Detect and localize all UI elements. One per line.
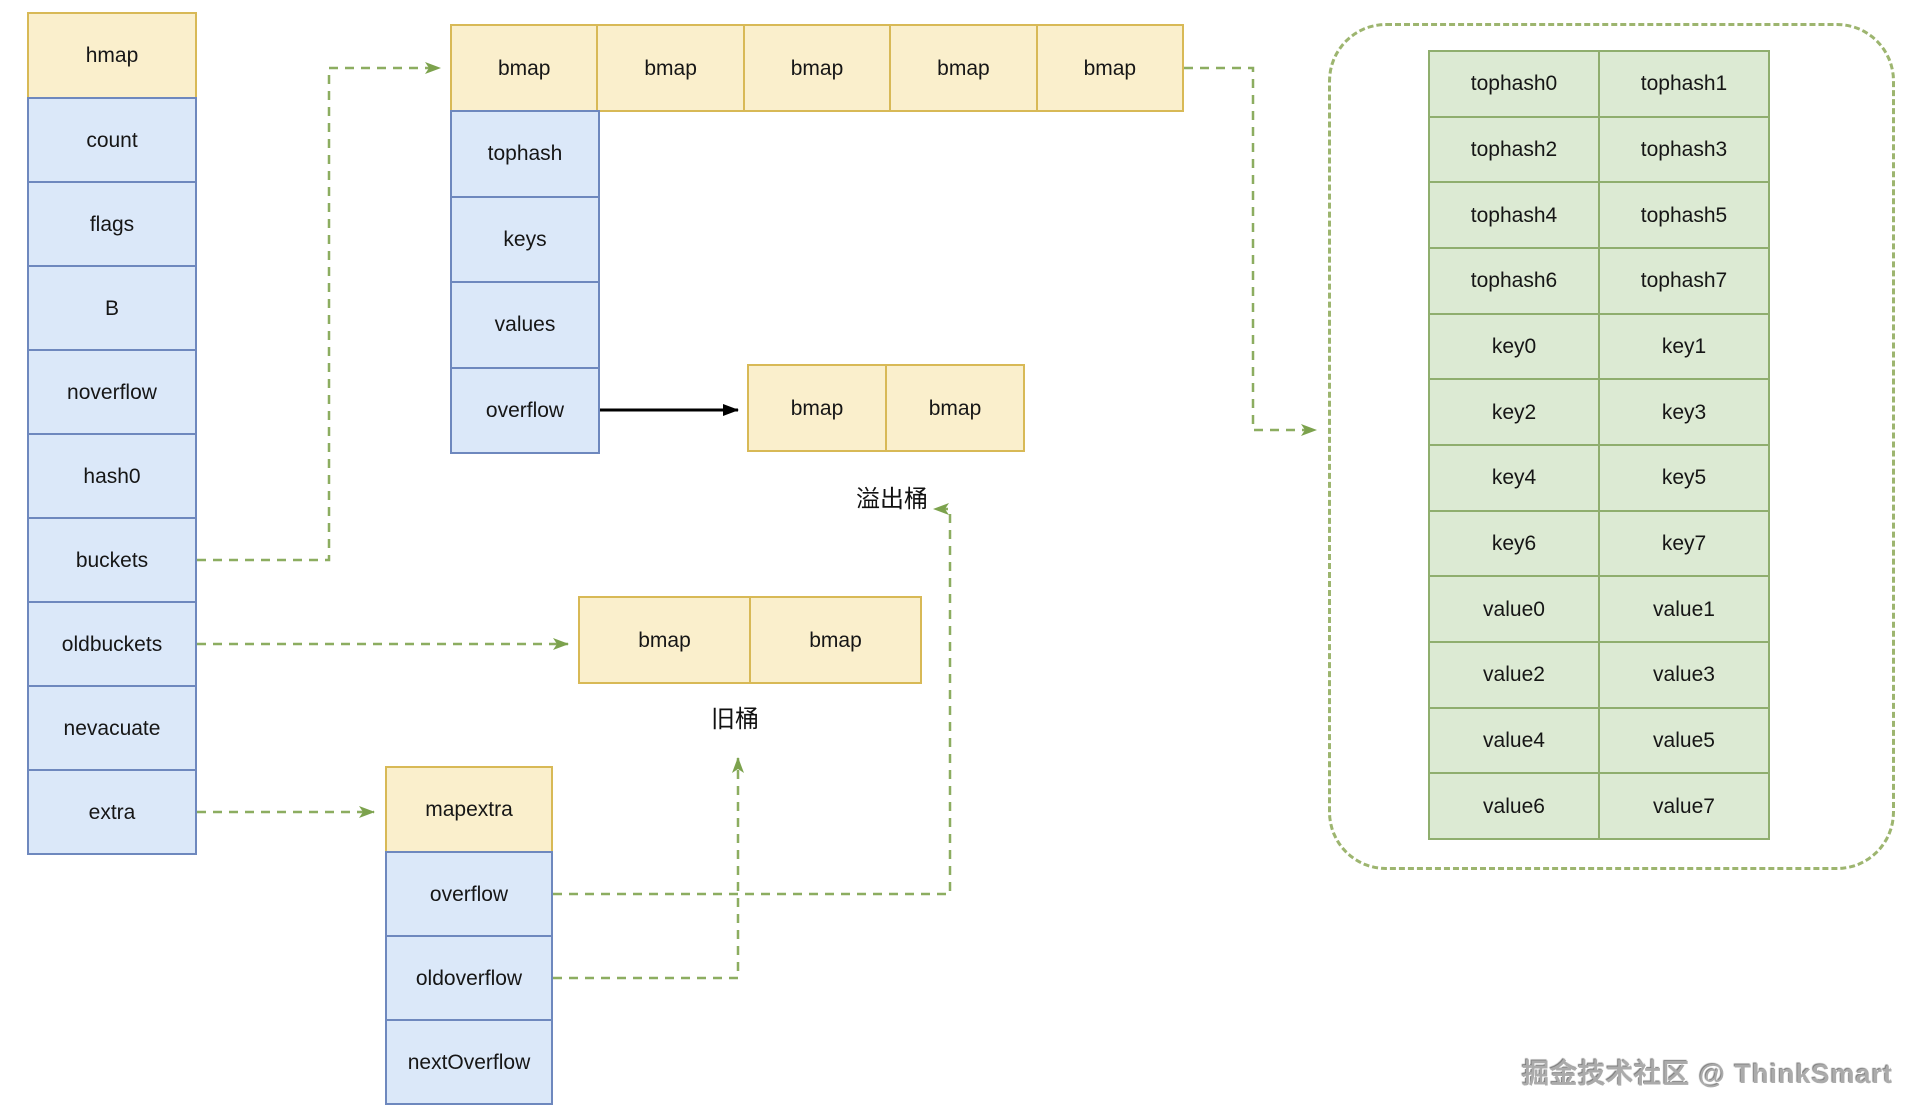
hmap-field-b: B bbox=[29, 267, 195, 349]
slot-tophash2: tophash2 bbox=[1430, 117, 1598, 182]
wire-mapextra-overflow-to-label bbox=[553, 503, 952, 896]
old-bucket-label: 旧桶 bbox=[711, 706, 759, 733]
bmap-cell: bmap bbox=[891, 26, 1036, 110]
slot-tophash1: tophash1 bbox=[1600, 52, 1768, 116]
slot-value5: value5 bbox=[1600, 708, 1768, 773]
slot-value3: value3 bbox=[1600, 643, 1768, 707]
hmap-fields-column: count flags B noverflow hash0 buckets ol… bbox=[27, 97, 197, 855]
bmap-field-values: values bbox=[452, 283, 598, 367]
bmap-cell: bmap bbox=[749, 366, 885, 450]
bmap-cell: bmap bbox=[580, 598, 749, 682]
hmap-header: hmap bbox=[27, 12, 197, 99]
slot-value6: value6 bbox=[1430, 774, 1598, 838]
bmap-cell: bmap bbox=[887, 366, 1023, 450]
buckets-array-row: bmap bmap bmap bmap bmap bbox=[450, 24, 1184, 112]
slot-key4: key4 bbox=[1430, 446, 1598, 510]
slot-key1: key1 bbox=[1600, 314, 1768, 379]
bmap-field-keys: keys bbox=[452, 197, 598, 281]
slot-tophash3: tophash3 bbox=[1600, 117, 1768, 182]
slot-value2: value2 bbox=[1430, 643, 1598, 707]
slot-tophash5: tophash5 bbox=[1600, 183, 1768, 247]
bmap-cell: bmap bbox=[452, 26, 597, 110]
mapextra-header: mapextra bbox=[385, 766, 553, 853]
hmap-field-count: count bbox=[29, 99, 195, 181]
watermark: 掘金技术社区 @ ThinkSmart bbox=[1522, 1059, 1893, 1089]
mapextra-field-overflow: overflow bbox=[387, 853, 551, 935]
bmap-cell: bmap bbox=[751, 598, 920, 682]
hmap-field-noverflow: noverflow bbox=[29, 351, 195, 433]
bmap-cell: bmap bbox=[598, 26, 743, 110]
bmap-field-overflow: overflow bbox=[452, 368, 598, 452]
bmap-field-tophash: tophash bbox=[452, 112, 598, 196]
bucket-slots-table: tophash0 tophash1 tophash2 tophash3 toph… bbox=[1428, 50, 1770, 840]
slot-tophash4: tophash4 bbox=[1430, 183, 1598, 247]
overflow-bucket-pair: bmap bmap bbox=[747, 364, 1025, 452]
slot-tophash6: tophash6 bbox=[1430, 249, 1598, 313]
mapextra-field-nextoverflow: nextOverflow bbox=[387, 1021, 551, 1103]
old-bucket-pair: bmap bmap bbox=[578, 596, 922, 684]
bmap-cell: bmap bbox=[744, 26, 890, 110]
slot-key2: key2 bbox=[1430, 380, 1598, 444]
wire-buckets-to-bmap-row bbox=[197, 62, 441, 562]
slot-tophash7: tophash7 bbox=[1600, 249, 1768, 313]
overflow-bucket-label: 溢出桶 bbox=[856, 486, 928, 513]
slot-value4: value4 bbox=[1430, 708, 1598, 773]
slot-key0: key0 bbox=[1430, 314, 1598, 379]
slot-key5: key5 bbox=[1600, 446, 1768, 510]
hmap-field-nevacuate: nevacuate bbox=[29, 687, 195, 769]
slot-key7: key7 bbox=[1600, 511, 1768, 576]
bmap-detail-column: tophash keys values overflow bbox=[450, 110, 600, 454]
slot-key6: key6 bbox=[1430, 511, 1598, 576]
bucket-detail-container bbox=[1328, 23, 1895, 870]
hmap-field-buckets: buckets bbox=[29, 519, 195, 601]
slot-value0: value0 bbox=[1430, 577, 1598, 641]
wire-mapextra-oldoverflow-to-label bbox=[553, 757, 744, 980]
mapextra-field-oldoverflow: oldoverflow bbox=[387, 937, 551, 1019]
hmap-field-extra: extra bbox=[29, 771, 195, 853]
slot-key3: key3 bbox=[1600, 380, 1768, 444]
slot-tophash0: tophash0 bbox=[1430, 52, 1598, 116]
hmap-field-hash0: hash0 bbox=[29, 435, 195, 517]
bmap-cell: bmap bbox=[1037, 26, 1183, 110]
wire-bmap-row-to-bucket-box bbox=[1184, 66, 1317, 436]
hmap-field-oldbuckets: oldbuckets bbox=[29, 603, 195, 685]
slot-value1: value1 bbox=[1600, 577, 1768, 641]
mapextra-fields-column: overflow oldoverflow nextOverflow bbox=[385, 851, 553, 1105]
slot-value7: value7 bbox=[1600, 774, 1768, 838]
hmap-field-flags: flags bbox=[29, 183, 195, 265]
